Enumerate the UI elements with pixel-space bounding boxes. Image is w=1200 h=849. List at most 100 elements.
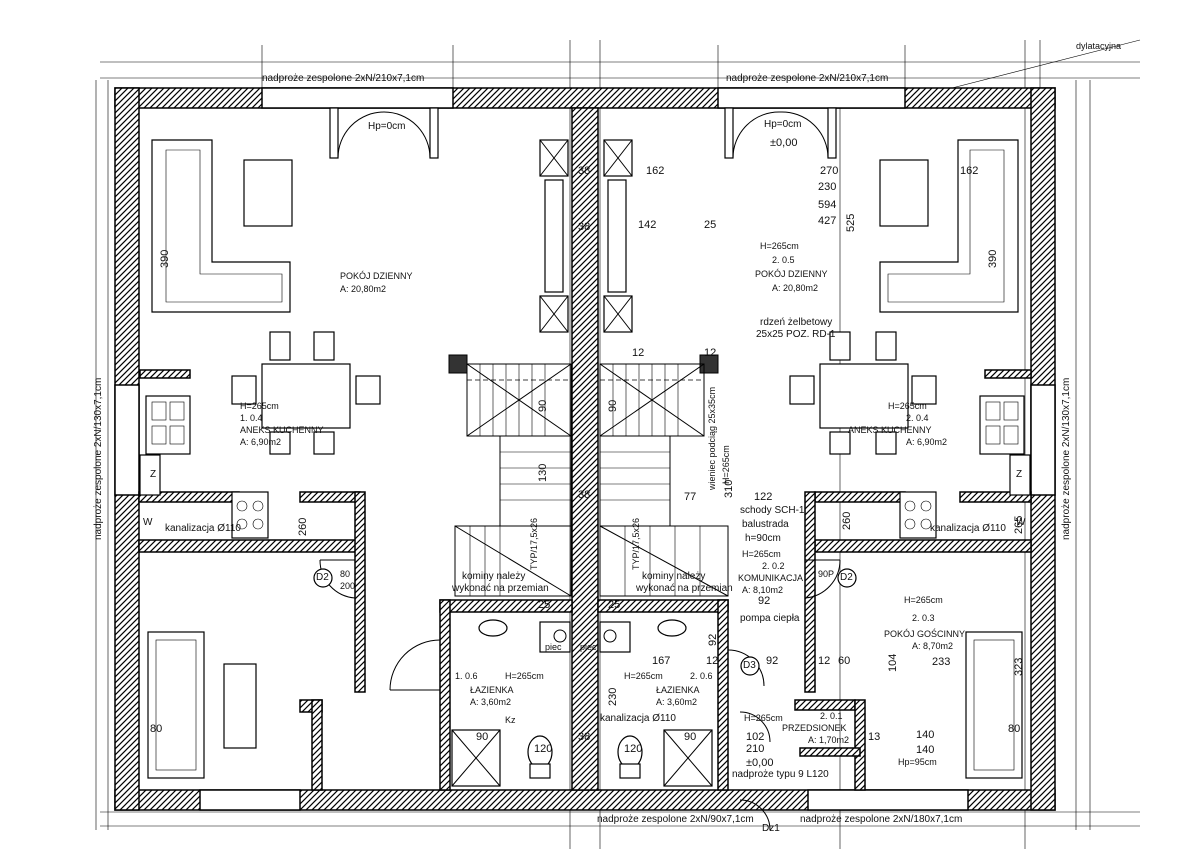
door-d2-left: D2 <box>316 572 329 583</box>
interior-walls <box>138 354 1032 791</box>
dim-90-d: 90 <box>684 731 697 743</box>
dim-167: 167 <box>652 655 671 667</box>
dim-390-left: 390 <box>159 249 171 268</box>
dim-90-a: 90 <box>537 399 549 412</box>
room-id-bath-left: 1. 0.6 <box>455 671 478 681</box>
dim-102: 102 <box>746 731 765 743</box>
side-w-left: W <box>143 517 153 528</box>
dim-104: 104 <box>887 653 899 672</box>
dim-12-d: 12 <box>818 655 831 667</box>
dim-60: 60 <box>838 655 851 667</box>
stairs <box>454 363 729 597</box>
right-furniture <box>789 139 1031 779</box>
beam-height: H=265cm <box>721 445 731 484</box>
dim-38-b: 38 <box>578 221 591 233</box>
room-height-kitchen-right: H=265cm <box>888 401 927 411</box>
room-name-vestibule: PRZEDSIONEK <box>782 723 847 733</box>
stair-type-left: TYP/17,5x26 <box>529 517 539 570</box>
dim-92: 92 <box>766 655 779 667</box>
dim-427: 427 <box>818 215 837 227</box>
interior-doors <box>319 559 841 831</box>
lintel-bottom-right: nadproże zespolone 2xN/180x7,1cm <box>800 814 963 825</box>
dim-122: 122 <box>754 491 773 503</box>
door-90p: 90P <box>818 569 835 579</box>
room-id-kitchen-right: 2. 0.4 <box>906 413 929 423</box>
room-height-kitchen-left: H=265cm <box>240 401 279 411</box>
dim-92-b: 92 <box>707 633 719 646</box>
sewer-middle: kanalizacja Ø110 <box>600 713 676 724</box>
dim-90-c: 90 <box>476 731 489 743</box>
dim-233: 233 <box>932 656 951 668</box>
lintel-side-right: nadproże zespolone 2xN/130x7,1cm <box>1061 377 1072 540</box>
room-area-guest: A: 8,70m2 <box>912 641 954 651</box>
dim-310: 310 <box>723 479 735 498</box>
hp-left: Hp=0cm <box>368 121 406 132</box>
dim-260-right: 260 <box>841 511 853 530</box>
core-position: 25x25 POZ. RD-1 <box>756 329 836 340</box>
room-name-bath-left: ŁAZIENKA <box>470 685 514 695</box>
room-name-living-right: POKÓJ DZIENNY <box>755 269 828 279</box>
chimney-right-2: wykonać na przemian <box>636 583 733 594</box>
room-area-kitchen-right: A: 6,90m2 <box>906 437 948 447</box>
dim-38-a: 38 <box>578 165 591 177</box>
dim-142: 142 <box>638 219 657 231</box>
dim-140-b: 140 <box>916 744 935 756</box>
dim-162-a: 162 <box>646 165 665 177</box>
dim-390-right: 390 <box>987 249 999 268</box>
lintel-top-right: nadproże zespolone 2xN/210x7,1cm <box>726 73 889 84</box>
dim-38-c: 38 <box>578 489 591 501</box>
hp95: Hp=95cm <box>898 757 937 767</box>
dim-77: 77 <box>684 491 697 503</box>
room-name-guest: POKÓJ GOŚCINNY <box>884 629 966 639</box>
balustrade-label: balustrada <box>742 519 789 530</box>
sewer-right: kanalizacja Ø110 <box>930 523 1006 534</box>
party-wall <box>539 107 633 791</box>
hp-right: Hp=0cm <box>764 119 802 130</box>
lintel-bottom-left: nadproże zespolone 2xN/90x7,1cm <box>597 814 754 825</box>
dim-38-d: 38 <box>578 731 591 743</box>
exterior-walls <box>114 87 1056 811</box>
room-name-hall: KOMUNIKACJA <box>738 573 804 583</box>
dimension-lines <box>95 39 1141 849</box>
side-z-left: Z <box>150 469 157 480</box>
furnace-left: piec <box>545 642 562 652</box>
dim-265: 265 <box>1013 515 1025 534</box>
dim-90-b: 90 <box>607 399 619 412</box>
dim-13: 13 <box>868 731 881 743</box>
room-name-bath-right: ŁAZIENKA <box>656 685 700 695</box>
dim-230: 230 <box>818 181 837 193</box>
stair-type-right: TYP/17,5x26 <box>631 517 641 570</box>
side-w-right: W <box>1016 517 1026 528</box>
dim-260-left: 260 <box>297 517 309 536</box>
dim-25: 25 <box>704 219 717 231</box>
dim-230-b: 230 <box>607 687 619 706</box>
room-area-living-left: A: 20,80m2 <box>340 284 387 294</box>
dim-323: 323 <box>1013 657 1025 676</box>
dim-130: 130 <box>537 463 549 482</box>
dim-12-a: 12 <box>632 347 645 359</box>
room-id-living-right: 2. 0.5 <box>772 255 795 265</box>
lintel-side-left: nadproże zespolone 2xN/130x7,1cm <box>93 377 104 540</box>
heat-pump-label: pompa ciepła <box>740 613 800 624</box>
dim-594: 594 <box>818 199 837 211</box>
room-name-living-left: POKÓJ DZIENNY <box>340 271 413 281</box>
chimney-left-2: wykonać na przemian <box>452 583 549 594</box>
dim-12-c: 12 <box>706 655 719 667</box>
door-d3: D3 <box>743 660 756 671</box>
dim-270: 270 <box>820 165 839 177</box>
level-zero-bottom: ±0,00 <box>746 757 774 769</box>
room-id-guest: 2. 0.3 <box>912 613 935 623</box>
furnace-right: piec <box>580 642 597 652</box>
chimney-right-1: kominy należy <box>642 571 706 582</box>
sewer-left: kanalizacja Ø110 <box>165 523 241 534</box>
room-id-hall: 2. 0.2 <box>762 561 785 571</box>
side-z-right: Z <box>1016 469 1023 480</box>
room-area-bath-right: A: 3,60m2 <box>656 697 698 707</box>
dim-140-a: 140 <box>916 729 935 741</box>
bathroom-fixtures <box>451 619 713 787</box>
room-id-bath-right: 2. 0.6 <box>690 671 713 681</box>
door-width-80: 80 <box>340 569 351 579</box>
room-id-vestibule: 2. 0.1 <box>820 711 843 721</box>
dim-12-b: 12 <box>704 347 717 359</box>
room-name-kitchen-left: ANEKS KUCHENNY <box>240 425 324 435</box>
